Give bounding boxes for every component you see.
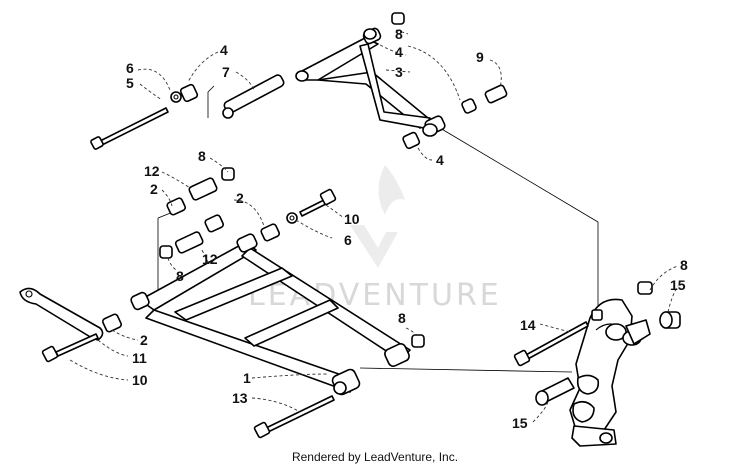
callout-4-b: 4 <box>395 44 403 60</box>
callout-14: 14 <box>520 317 536 333</box>
connector-line-upper <box>439 127 599 320</box>
callout-numbers: 1 2 2 2 3 4 4 4 5 6 6 7 8 8 8 8 8 9 10 1… <box>126 26 688 431</box>
callout-13: 13 <box>232 390 248 406</box>
callout-3: 3 <box>395 64 403 80</box>
bolt-10-top <box>299 188 337 217</box>
upper-bushing-parts <box>170 12 508 150</box>
callout-1: 1 <box>243 370 251 386</box>
callout-12-b: 12 <box>202 251 218 267</box>
callout-4-a: 4 <box>220 42 228 58</box>
bolt-10-lower <box>41 333 99 363</box>
upper-a-arm <box>295 27 446 137</box>
callout-8-a: 8 <box>395 26 403 42</box>
callout-8-c: 8 <box>176 268 184 284</box>
callout-9: 9 <box>476 49 484 65</box>
callout-2-b: 2 <box>236 190 244 206</box>
bolt-13 <box>253 395 335 439</box>
callout-12-a: 12 <box>144 163 160 179</box>
callout-6-b: 6 <box>344 232 352 248</box>
callout-15-b: 15 <box>512 415 528 431</box>
callout-10-b: 10 <box>132 372 148 388</box>
link-bar <box>19 287 104 341</box>
callout-7: 7 <box>222 64 230 80</box>
lower-a-arm <box>130 233 411 396</box>
callout-5: 5 <box>126 75 134 91</box>
callout-4-c: 4 <box>436 152 444 168</box>
watermark-logo <box>350 165 405 268</box>
connector-line-bolt <box>207 85 215 118</box>
callout-2-c: 2 <box>140 332 148 348</box>
spindle-knuckle <box>569 298 651 447</box>
lower-bushing-parts <box>101 167 425 348</box>
callout-2-a: 2 <box>150 181 158 197</box>
callout-15-a: 15 <box>670 277 686 293</box>
footer-credit: Rendered by LeadVenture, Inc. <box>291 450 459 464</box>
callout-8-d: 8 <box>398 310 406 326</box>
callout-6-a: 6 <box>126 60 134 76</box>
leader-lines <box>69 29 679 423</box>
connector-line-lower <box>359 367 573 373</box>
spindle-hardware <box>513 281 681 406</box>
callout-8-e: 8 <box>680 257 688 273</box>
upper-bolt <box>90 107 169 150</box>
callout-11: 11 <box>132 350 147 366</box>
callout-10-a: 10 <box>344 211 360 227</box>
callout-8-b: 8 <box>198 148 206 164</box>
